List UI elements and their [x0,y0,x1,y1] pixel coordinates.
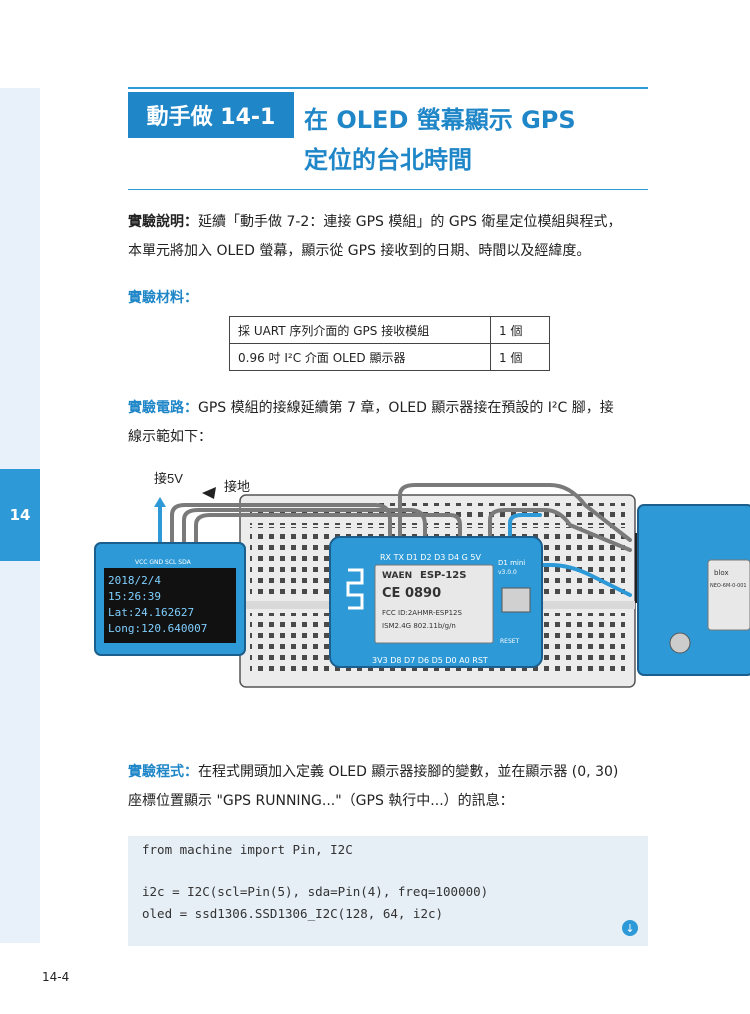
circuit-label: 實驗電路： [128,400,198,416]
title-top-rule [128,87,648,89]
material-qty: 1 個 [490,343,550,371]
up-arrow-icon [154,497,166,507]
module-fcc-id: FCC ID:2AHMR-ESP12S [382,609,462,617]
material-name: 0.96 吋 I²C 介面 OLED 顯示器 [229,343,491,371]
section-badge-label: 動手做 14-1 [146,105,276,130]
code-line: from machine import Pin, I2C [142,842,353,857]
table-row: 採 UART 序列介面的 GPS 接收模組 1 個 [229,316,550,344]
module-brand: WAEN [382,571,412,581]
circuit-illustration: 接5V 接地 VCC GND SCL SDA 2018/2/4 15:26:39… [94,471,750,688]
oled-line-time: 15:26:39 [108,590,161,603]
page-number: 14-4 [42,970,70,984]
board-pins-top: RX TX D1 D2 D3 D4 G 5V [380,553,481,562]
board-pins-bottom: 3V3 D8 D7 D6 D5 D0 A0 RST [372,656,488,665]
program-label: 實驗程式： [128,764,198,780]
section-title-line2: 定位的台北時間 [304,146,472,174]
material-name: 採 UART 序列介面的 GPS 接收模組 [229,316,491,344]
module-model: ESP-12S [420,570,466,581]
scroll-down-icon[interactable]: ↓ [622,920,638,936]
description-paragraph: 實驗說明：延續「動手做 7-2：連接 GPS 模組」的 GPS 衛星定位模組與程… [128,208,650,266]
wemos-d1-mini-board: RX TX D1 D2 D3 D4 G 5V 3V3 D8 D7 D6 D5 D… [329,536,543,668]
oled-pin-labels: VCC GND SCL SDA [135,559,192,566]
materials-label: 實驗材料： [128,290,198,306]
reset-label: RESET [500,638,520,645]
materials-table: 採 UART 序列介面的 GPS 接收模組 1 個 0.96 吋 I²C 介面 … [229,316,550,371]
circuit-text-line2: 線示範如下： [128,429,212,445]
annotation-5v: 接5V [154,471,183,486]
module-ism: ISM2.4G 802.11b/g/n [382,622,456,630]
antenna-icon [346,568,364,610]
description-text-line2: 本單元將加入 OLED 螢幕，顯示從 GPS 接收到的日期、時間以及經緯度。 [128,243,591,259]
gps-module: blox NEO-6M-0-001 [635,504,750,676]
section-badge: 動手做 14-1 [128,92,294,138]
oled-display: VCC GND SCL SDA 2018/2/4 15:26:39 Lat:24… [94,542,246,656]
chapter-tab: 14 [0,469,40,561]
circuit-paragraph: 實驗電路：GPS 模組的接線延續第 7 章，OLED 顯示器接在預設的 I²C … [128,394,650,452]
right-arrow-icon [202,487,216,499]
section-title: 在 OLED 螢幕顯示 GPS 定位的台北時間 [304,100,654,180]
board-name: D1 mini [498,559,525,567]
description-text-line1: 延續「動手做 7-2：連接 GPS 模組」的 GPS 衛星定位模組與程式， [198,214,622,230]
board-version: v3.0.0 [498,569,517,576]
oled-line-long: Long:120.640007 [108,622,207,635]
gps-brand: blox [714,569,729,577]
module-ce-mark: CE 0890 [382,586,441,601]
material-qty: 1 個 [490,316,550,344]
code-line: i2c = I2C(scl=Pin(5), sda=Pin(4), freq=1… [142,884,489,899]
program-text-line2: 座標位置顯示 "GPS RUNNING..."（GPS 執行中...）的訊息： [128,793,514,809]
title-bottom-rule [128,189,648,190]
description-label: 實驗說明： [128,214,198,230]
usb-port [501,587,531,613]
circuit-text-line1: GPS 模組的接線延續第 7 章，OLED 顯示器接在預設的 I²C 腳，接 [198,400,614,416]
code-line: oled = ssd1306.SSD1306_I2C(128, 64, i2c) [142,906,444,921]
oled-line-date: 2018/2/4 [108,574,161,587]
program-paragraph: 實驗程式：在程式開頭加入定義 OLED 顯示器接腳的變數，並在顯示器 (0, 3… [128,758,650,816]
materials-heading: 實驗材料： [128,284,650,313]
annotation-gnd: 接地 [224,479,250,494]
code-block: from machine import Pin, I2C i2c = I2C(s… [128,836,648,946]
wires [158,483,632,597]
gps-battery [669,632,691,654]
section-title-line1: 在 OLED 螢幕顯示 GPS [304,106,576,134]
table-row: 0.96 吋 I²C 介面 OLED 顯示器 1 個 [229,343,550,371]
chapter-number: 14 [9,506,31,524]
gps-model: NEO-6M-0-001 [710,583,747,589]
program-text-line1: 在程式開頭加入定義 OLED 顯示器接腳的變數，並在顯示器 (0, 30) [198,764,619,780]
oled-line-lat: Lat:24.162627 [108,606,194,619]
